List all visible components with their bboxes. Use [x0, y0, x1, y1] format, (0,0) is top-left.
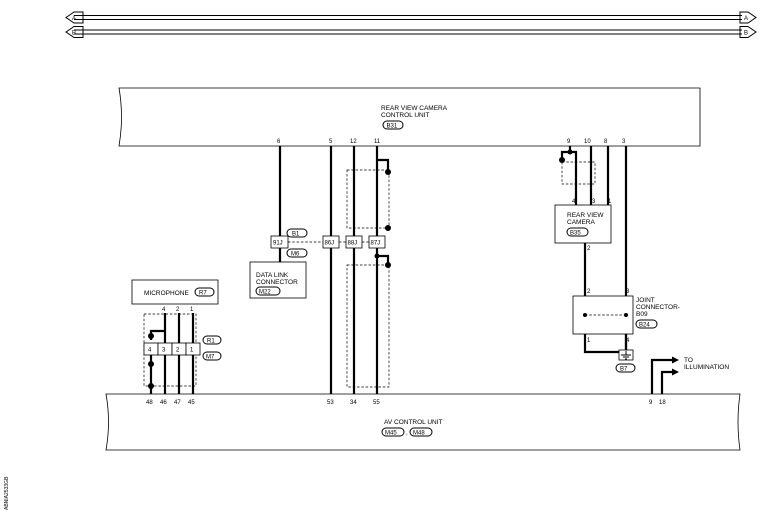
svg-text:2: 2: [587, 289, 591, 295]
svg-text:1: 1: [608, 199, 612, 205]
svg-text:2: 2: [587, 246, 591, 252]
svg-text:55: 55: [373, 400, 380, 406]
svg-text:8: 8: [604, 139, 608, 145]
rvc-unit-pins: 6 5 12 11 9 10 8 3: [277, 139, 626, 145]
svg-text:REAR VIEW: REAR VIEW: [567, 212, 604, 219]
svg-text:TO: TO: [684, 357, 693, 364]
bus-label-a-left: A: [72, 16, 76, 22]
svg-text:11: 11: [374, 139, 381, 145]
av-control-unit-label: AV CONTROL UNIT M45 , M48: [381, 419, 443, 437]
camera-code: B35: [570, 231, 581, 237]
svg-text:12: 12: [350, 139, 357, 145]
diagram-reference-code: ABNIA2533GB: [4, 476, 10, 510]
svg-text:REAR VIEW CAMERA: REAR VIEW CAMERA: [381, 105, 448, 112]
rear-view-camera: 4 3 1 REAR VIEW CAMERA B35 2: [554, 146, 628, 350]
svg-text:5: 5: [329, 139, 333, 145]
rvc-control-unit-label: REAR VIEW CAMERA CONTROL UNIT B31: [381, 105, 448, 130]
bus-label-b-right: B: [744, 31, 748, 37]
svg-text:CAMERA: CAMERA: [567, 219, 595, 226]
joint-86j: 86J: [325, 241, 335, 247]
microphone-code: R7: [199, 291, 207, 297]
svg-text:2: 2: [176, 348, 180, 354]
rvc-control-unit-code: B31: [387, 124, 398, 130]
svg-text:4: 4: [572, 199, 576, 205]
svg-text:34: 34: [350, 400, 357, 406]
bus-lines: A B A B: [65, 11, 757, 38]
bus-label-a-right: A: [744, 16, 748, 22]
svg-text:ILLUMINATION: ILLUMINATION: [684, 364, 729, 371]
svg-text:6: 6: [277, 139, 281, 145]
joint-connector-row: 91J 86J 88J 87J B1 M6: [270, 228, 386, 258]
svg-text:3: 3: [622, 139, 626, 145]
svg-text:9: 9: [649, 400, 653, 406]
svg-text:46: 46: [160, 400, 167, 406]
svg-text:B09: B09: [636, 311, 648, 318]
ground-symbol: B7: [615, 349, 636, 373]
svg-text:2: 2: [176, 307, 180, 313]
joint-87j: 87J: [371, 241, 381, 247]
svg-text:1: 1: [587, 338, 591, 344]
svg-text:CONNECTOR-: CONNECTOR-: [636, 304, 680, 311]
to-illumination: TO ILLUMINATION: [650, 356, 729, 394]
signal-wires: [278, 146, 391, 394]
svg-text:3: 3: [626, 289, 630, 295]
data-link-connector: 7 DATA LINK CONNECTOR M22: [249, 261, 307, 299]
svg-text:10: 10: [584, 139, 591, 145]
ground-code: B7: [620, 367, 628, 373]
svg-text:48: 48: [146, 400, 153, 406]
svg-text:18: 18: [659, 400, 666, 406]
joint-connector-b09: 2 3 JOINT CONNECTOR- B09 B24 1 4: [572, 289, 680, 354]
av-control-unit-block: [105, 393, 741, 451]
svg-text:1: 1: [190, 348, 194, 354]
svg-text:4: 4: [626, 338, 630, 344]
svg-text:CONNECTOR: CONNECTOR: [256, 279, 298, 286]
svg-text:,: ,: [406, 431, 408, 437]
svg-text:AV CONTROL UNIT: AV CONTROL UNIT: [384, 419, 443, 426]
svg-text:CONTROL UNIT: CONTROL UNIT: [381, 112, 430, 119]
svg-text:47: 47: [174, 400, 181, 406]
svg-text:4: 4: [162, 307, 166, 313]
joint-code-b1: B1: [292, 232, 300, 238]
joint-91j: 91J: [273, 241, 283, 247]
microphone: MICROPHONE R7 4 2 1 4 3 2 1 R1 M7: [131, 279, 222, 394]
svg-text:JOINT: JOINT: [636, 297, 655, 304]
svg-text:53: 53: [327, 400, 334, 406]
joint-code-m6: M6: [291, 252, 300, 258]
svg-text:3: 3: [592, 199, 596, 205]
svg-text:1: 1: [190, 307, 194, 313]
svg-text:4: 4: [148, 348, 152, 354]
svg-text:9: 9: [567, 139, 571, 145]
svg-text:3: 3: [162, 348, 166, 354]
data-link-code: M22: [259, 290, 271, 296]
svg-text:45: 45: [188, 400, 195, 406]
mic-conn-code-m7: M7: [206, 355, 215, 361]
rvc-control-unit-block: [118, 87, 701, 147]
av-code-1: M45: [385, 431, 397, 437]
bus-label-b-left: B: [72, 31, 76, 37]
mic-conn-code-r1: R1: [207, 339, 215, 345]
svg-text:DATA LINK: DATA LINK: [256, 272, 289, 279]
joint-b09-code: B24: [639, 323, 650, 329]
av-unit-pins: 48 46 47 45 53 34 55 9 18: [146, 400, 666, 406]
svg-text:MICROPHONE: MICROPHONE: [144, 290, 189, 297]
av-code-2: M48: [413, 431, 425, 437]
joint-88j: 88J: [348, 241, 358, 247]
